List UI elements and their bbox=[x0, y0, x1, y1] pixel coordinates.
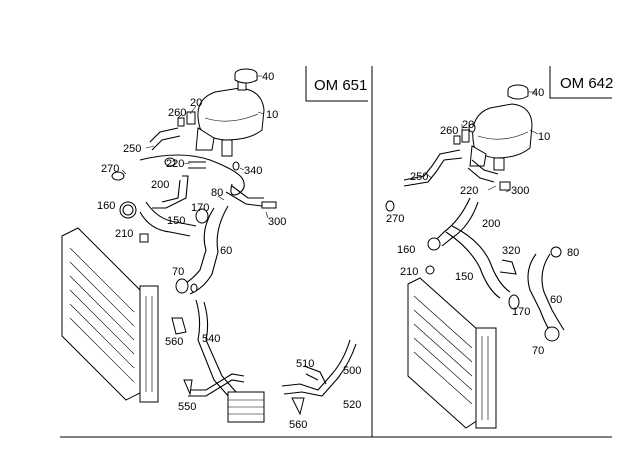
callout-10: 10 bbox=[266, 109, 278, 121]
hose-200-left bbox=[152, 175, 189, 209]
radiator-left bbox=[61, 227, 159, 403]
callout-300: 300 bbox=[268, 216, 286, 228]
callout-40: 40 bbox=[262, 71, 274, 83]
callout-270-r: 270 bbox=[386, 213, 404, 225]
callout-10-r: 10 bbox=[538, 131, 550, 143]
callout-210: 210 bbox=[115, 228, 133, 240]
callout-220-r: 220 bbox=[460, 185, 478, 197]
callout-550: 550 bbox=[178, 401, 196, 413]
clamps-right bbox=[385, 123, 562, 342]
brackets-left bbox=[171, 317, 305, 416]
callout-80-r: 80 bbox=[567, 247, 579, 259]
hose-220-left bbox=[188, 161, 206, 169]
hose-500-left bbox=[281, 339, 357, 397]
callout-60: 60 bbox=[220, 245, 232, 257]
hose-80-left bbox=[225, 185, 264, 207]
callout-170: 170 bbox=[191, 202, 209, 214]
callout-520: 520 bbox=[343, 399, 361, 411]
callout-540: 540 bbox=[202, 333, 220, 345]
vent-line-left bbox=[139, 154, 245, 196]
labels-om651: 40 20 260 10 250 220 340 270 200 80 160 … bbox=[97, 71, 361, 431]
callout-70-r: 70 bbox=[532, 345, 544, 357]
callout-260-r: 260 bbox=[440, 125, 458, 137]
hose-510-left bbox=[303, 365, 327, 385]
expansion-tank-right bbox=[469, 103, 533, 171]
hose-150-left bbox=[139, 201, 197, 237]
engine-label-om651: OM 651 bbox=[314, 77, 367, 94]
callout-340: 340 bbox=[244, 165, 262, 177]
callout-510: 510 bbox=[296, 358, 314, 370]
expansion-tank-left bbox=[195, 81, 265, 157]
callout-200-r: 200 bbox=[482, 218, 500, 230]
leader-lines bbox=[121, 75, 539, 219]
hose-250-left bbox=[149, 127, 181, 151]
filler-cap-left bbox=[234, 68, 258, 84]
callout-500: 500 bbox=[343, 365, 361, 377]
sensor-right bbox=[453, 129, 470, 145]
hose-150-right bbox=[445, 225, 511, 299]
callout-260: 260 bbox=[168, 107, 186, 119]
hose-220-right bbox=[467, 159, 499, 183]
callout-210-r: 210 bbox=[400, 266, 418, 278]
callout-200: 200 bbox=[151, 179, 169, 191]
callout-60-r: 60 bbox=[550, 294, 562, 306]
sensor-left bbox=[177, 111, 196, 127]
callout-270: 270 bbox=[101, 163, 119, 175]
callout-80: 80 bbox=[211, 187, 223, 199]
hose-200-right bbox=[435, 197, 479, 247]
radiator-right bbox=[407, 277, 497, 429]
callout-250: 250 bbox=[123, 143, 141, 155]
hose-540-left bbox=[195, 299, 237, 399]
filler-cap-right bbox=[507, 84, 529, 100]
callout-160: 160 bbox=[97, 200, 115, 212]
callout-20-r: 20 bbox=[462, 119, 474, 131]
callout-20: 20 bbox=[190, 97, 202, 109]
callout-250-r: 250 bbox=[410, 171, 428, 183]
callout-300-r: 300 bbox=[511, 185, 529, 197]
labels-om642: 40 260 20 10 250 220 300 270 200 160 320… bbox=[386, 87, 579, 357]
callout-560: 560 bbox=[165, 336, 183, 348]
callout-40-r: 40 bbox=[532, 87, 544, 99]
callout-220: 220 bbox=[166, 158, 184, 170]
clamps-left bbox=[111, 157, 277, 294]
engine-label-om642: OM 642 bbox=[560, 75, 613, 92]
callout-170-r: 170 bbox=[512, 306, 530, 318]
callout-560b: 560 bbox=[289, 419, 307, 431]
callout-160-r: 160 bbox=[397, 244, 415, 256]
hose-250-right bbox=[403, 149, 463, 187]
callout-320-r: 320 bbox=[502, 245, 520, 257]
hose-550-left bbox=[188, 373, 245, 397]
engine-tag-right: OM 642 bbox=[549, 66, 613, 99]
callout-70: 70 bbox=[172, 266, 184, 278]
hose-320-right bbox=[499, 259, 517, 275]
callout-150-r: 150 bbox=[455, 271, 473, 283]
callout-150: 150 bbox=[167, 215, 185, 227]
oil-cooler-left bbox=[227, 391, 265, 423]
engine-tag-left: OM 651 bbox=[305, 66, 368, 102]
